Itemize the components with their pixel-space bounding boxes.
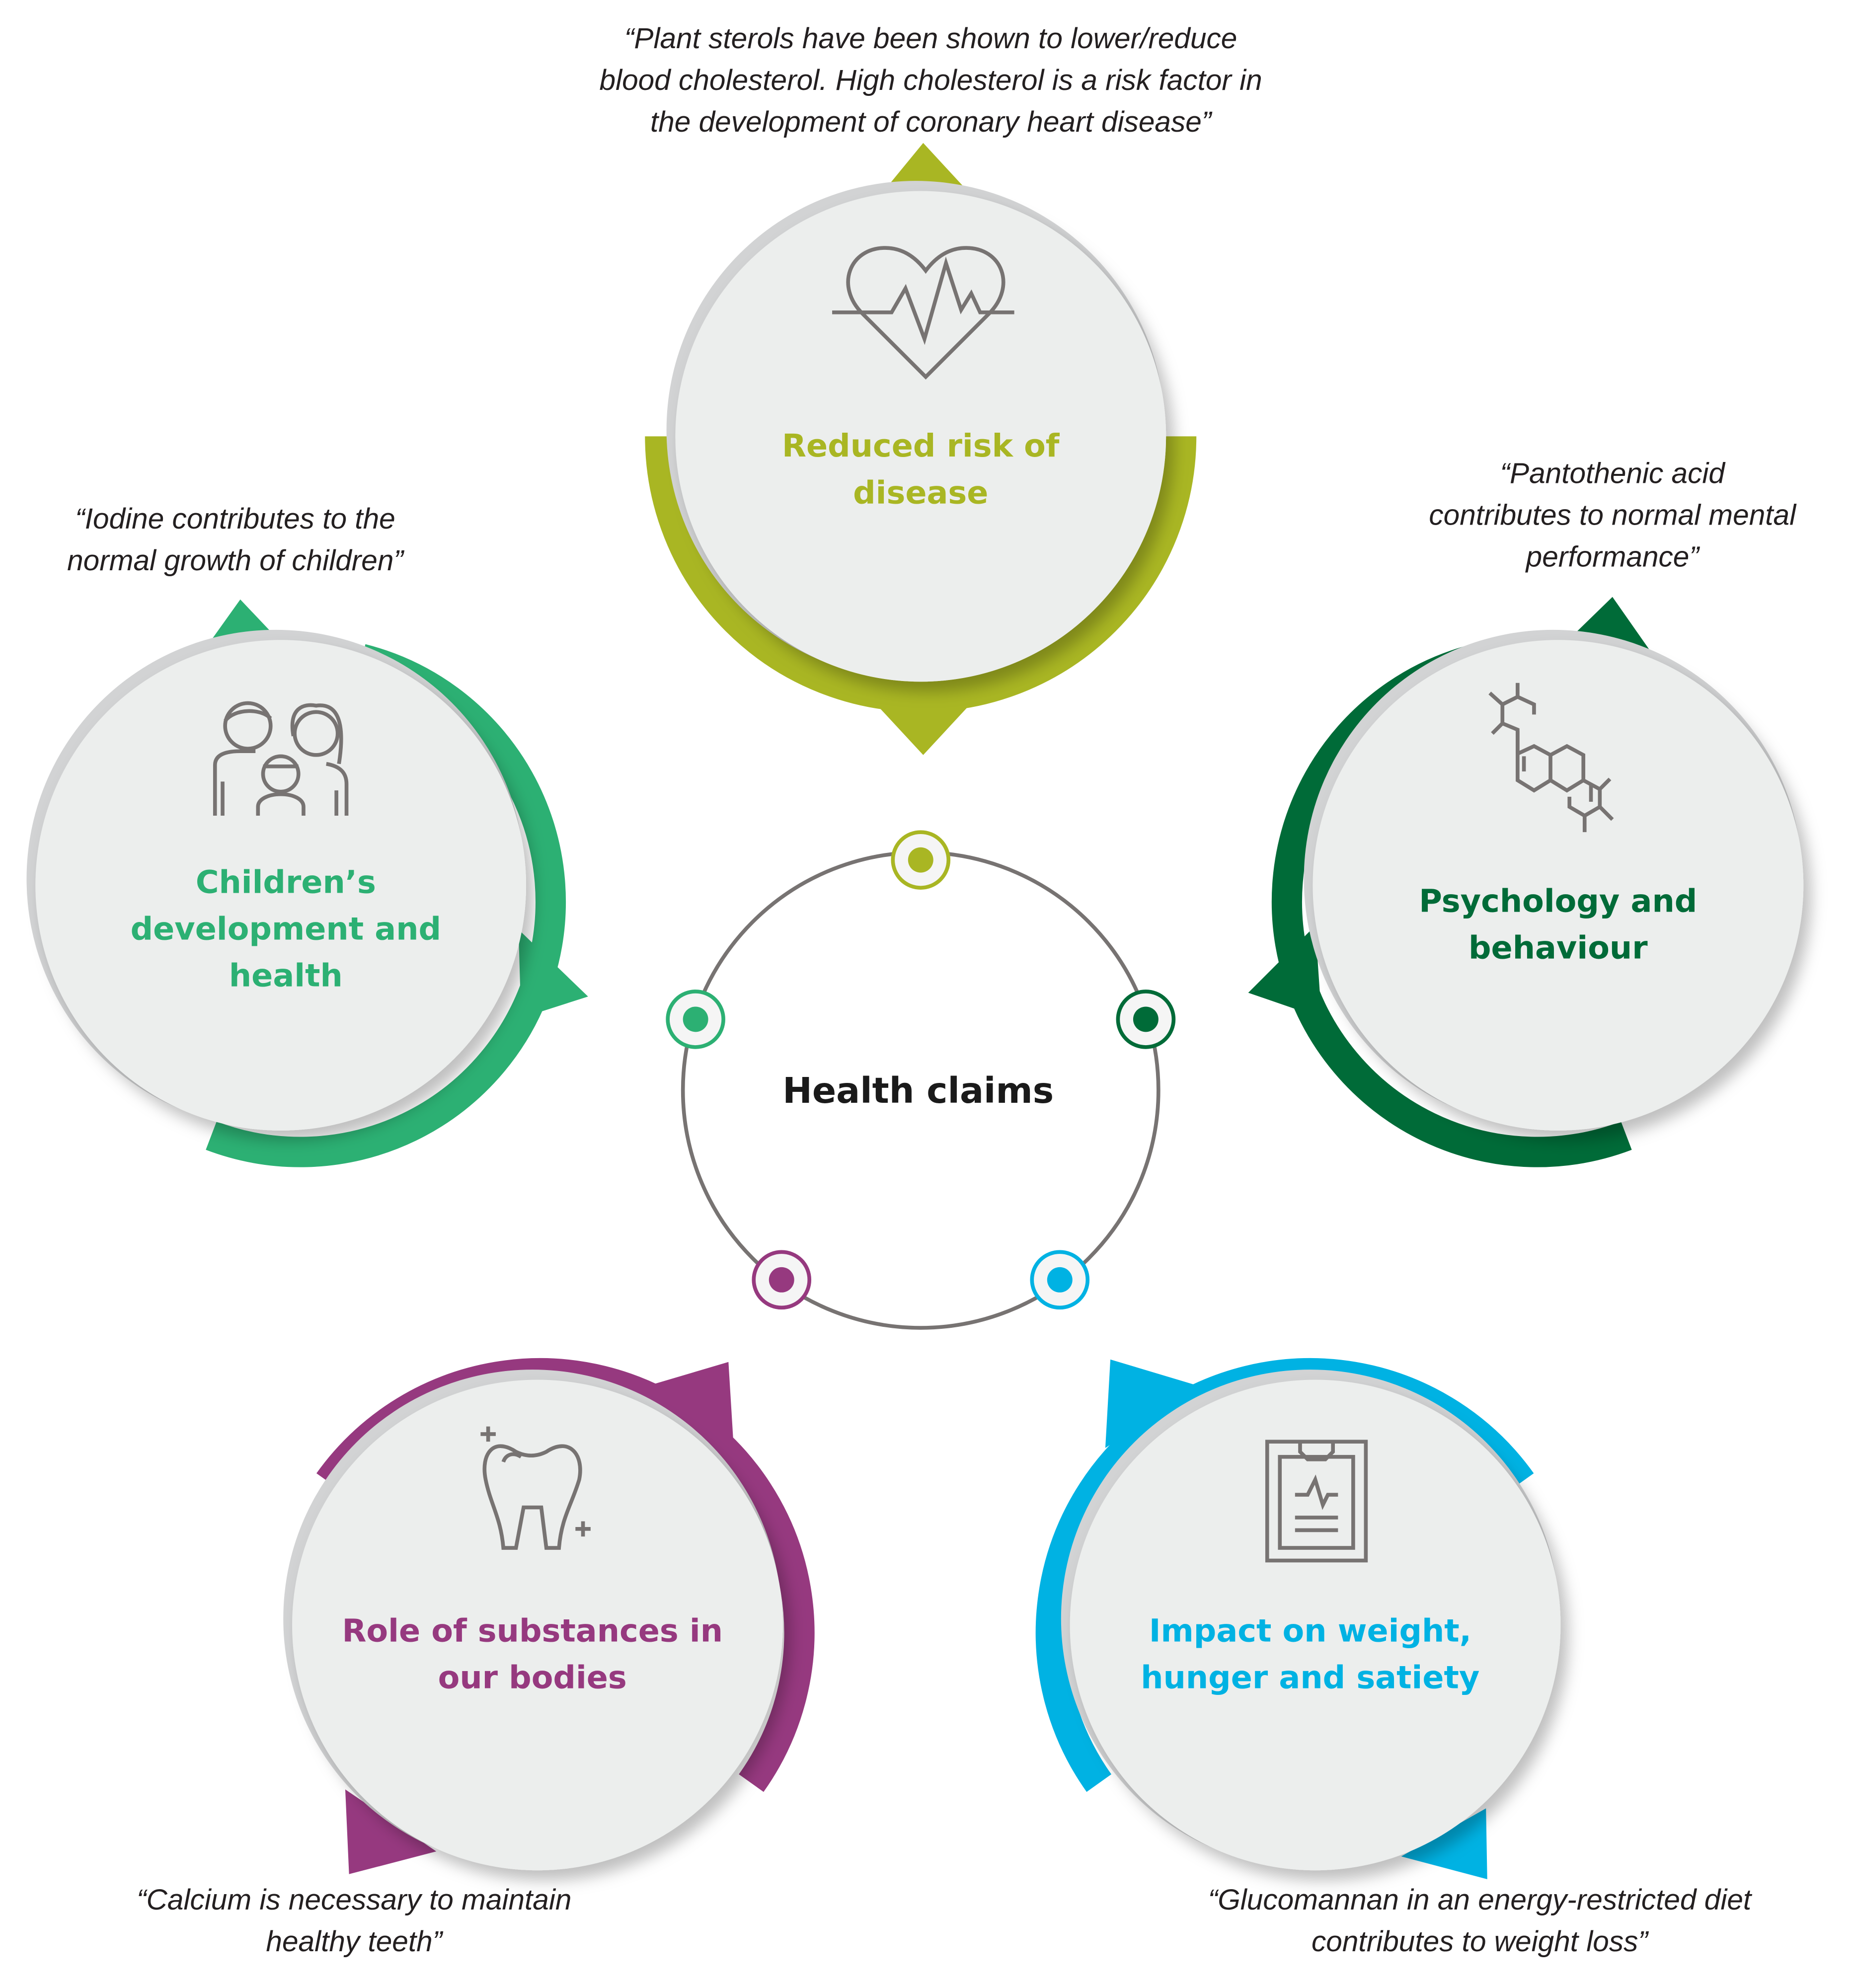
title-line: behaviour bbox=[1468, 930, 1648, 967]
tooth-icon bbox=[480, 1426, 591, 1550]
card-psychology[interactable]: Psychology and behaviour bbox=[1248, 597, 1804, 1167]
accent-arc bbox=[206, 644, 566, 1167]
molecule-icon-shape bbox=[1488, 683, 1614, 833]
node-weight[interactable] bbox=[1030, 1250, 1090, 1310]
family-icon bbox=[213, 701, 349, 816]
title-line: development and bbox=[131, 911, 441, 948]
accent-arc bbox=[645, 436, 1197, 712]
svg-text:healthy teeth”: healthy teeth” bbox=[266, 1925, 443, 1958]
quote-psychology: “Pantothenic acid contributes to normal … bbox=[1429, 458, 1797, 573]
title-line: our bodies bbox=[438, 1660, 627, 1696]
title-line: Reduced risk of bbox=[782, 428, 1060, 464]
node-substances[interactable] bbox=[752, 1250, 812, 1310]
quote-disease: “Plant sterols have been shown to lower/… bbox=[600, 22, 1262, 138]
svg-text:contributes to weight loss”: contributes to weight loss” bbox=[1312, 1925, 1649, 1958]
title-line: Children’s bbox=[196, 864, 376, 901]
card-children[interactable]: Children’s development and health bbox=[26, 599, 588, 1167]
pointer-bottom-right bbox=[1401, 1808, 1487, 1879]
pointer-bottom bbox=[875, 703, 972, 755]
pointer-bottom-left bbox=[345, 1789, 437, 1874]
card-substances[interactable]: Role of substances in our bodies bbox=[283, 1358, 815, 1874]
svg-text:blood cholesterol. High choles: blood cholesterol. High cholesterol is a… bbox=[600, 64, 1262, 96]
title-line: Role of substances in bbox=[342, 1612, 723, 1649]
node-disease[interactable] bbox=[891, 830, 951, 890]
svg-text:contributes to normal mental: contributes to normal mental bbox=[1429, 499, 1797, 532]
quote-children: “Iodine contributes to the normal growth… bbox=[67, 503, 404, 577]
node-psychology[interactable] bbox=[1116, 990, 1176, 1049]
pointer-top-left bbox=[1105, 1359, 1199, 1448]
title-line: health bbox=[229, 958, 343, 994]
node-children[interactable] bbox=[666, 990, 725, 1049]
svg-text:“Iodine contributes to the: “Iodine contributes to the bbox=[75, 503, 395, 535]
title-line: Psychology and bbox=[1419, 883, 1697, 920]
svg-text:performance”: performance” bbox=[1525, 541, 1700, 573]
heart-pulse-icon bbox=[832, 246, 1014, 380]
svg-text:normal growth of children”: normal growth of children” bbox=[67, 544, 404, 577]
svg-text:“Plant sterols have been shown: “Plant sterols have been shown to lower/… bbox=[624, 22, 1237, 55]
svg-text:“Calcium is necessary to maint: “Calcium is necessary to maintain bbox=[137, 1884, 571, 1916]
quote-substances: “Calcium is necessary to maintain health… bbox=[137, 1884, 571, 1958]
svg-text:“Pantothenic acid: “Pantothenic acid bbox=[1500, 458, 1726, 490]
center-title: Health claims bbox=[782, 1070, 1054, 1111]
title-line: hunger and satiety bbox=[1141, 1660, 1479, 1696]
title-line: disease bbox=[853, 474, 988, 511]
title-line: Impact on weight, bbox=[1149, 1612, 1471, 1649]
card-weight[interactable]: Impact on weight, hunger and satiety bbox=[1035, 1358, 1561, 1879]
svg-text:“Glucomannan in an energy-rest: “Glucomannan in an energy-restricted die… bbox=[1208, 1884, 1753, 1916]
clipboard-icon bbox=[1265, 1440, 1368, 1563]
card-disease[interactable]: Reduced risk of disease bbox=[645, 143, 1197, 755]
pointer-top bbox=[882, 143, 969, 193]
quote-weight: “Glucomannan in an energy-restricted die… bbox=[1208, 1884, 1753, 1958]
svg-text:the development of coronary he: the development of coronary heart diseas… bbox=[650, 106, 1213, 138]
